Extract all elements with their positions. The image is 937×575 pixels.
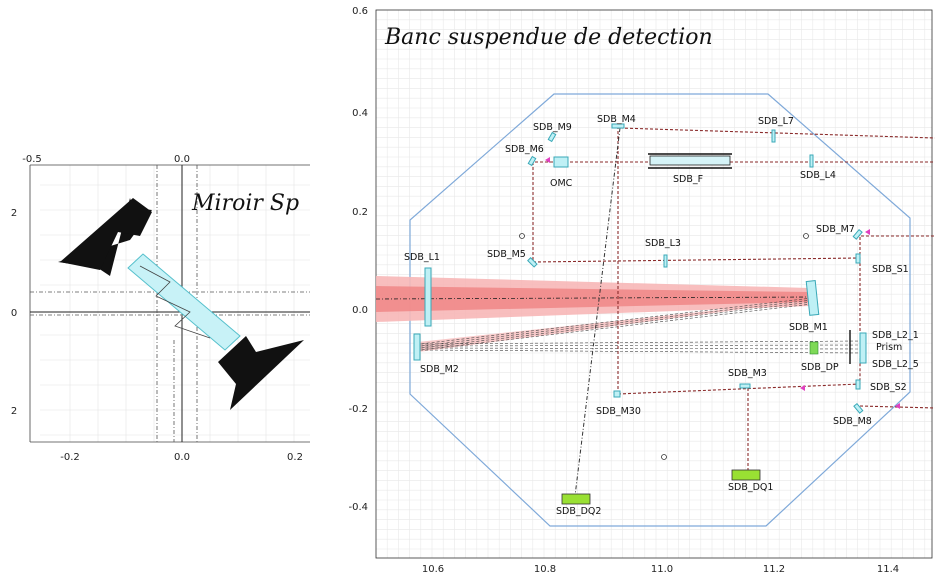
left-title: Miroir Sp	[191, 191, 299, 216]
sdb-s2-mirror	[855, 379, 861, 390]
right-x-tick: 11.4	[877, 564, 899, 575]
label-sdb-f: SDB_F	[673, 174, 703, 185]
left-bottom-tick: 0.2	[287, 452, 303, 463]
label-sdb-m5: SDB_M5	[487, 249, 526, 260]
left-side-tick: 2	[11, 208, 17, 219]
sdb-l4-lens	[809, 154, 814, 168]
sdb-m5-mirror	[527, 257, 538, 268]
sdb-l3-lens	[663, 254, 668, 268]
left-side-tick: 0	[11, 308, 17, 319]
label-sdb-s2: SDB_S2	[870, 382, 907, 393]
sdb-m2-mirror	[413, 333, 421, 361]
label-sdb-dq2: SDB_DQ2	[556, 506, 601, 517]
prism-block	[859, 332, 867, 364]
sdb-l7-lens	[771, 129, 776, 143]
sdb-m8-mirror	[853, 402, 864, 414]
sdb-m1-mirror	[805, 280, 820, 316]
label-sdb-l4: SDB_L4	[800, 170, 836, 181]
sdb-s1-mirror	[855, 253, 861, 264]
right-x-tick: 11.2	[763, 564, 785, 575]
sp-mirror	[127, 253, 241, 351]
right-title: Banc suspendue de detection	[384, 25, 713, 50]
label-sdb-m1: SDB_M1	[789, 322, 828, 333]
reflected-beam	[418, 300, 812, 352]
label-sdb-m8: SDB_M8	[833, 416, 872, 427]
main-beam-inner	[376, 286, 810, 312]
right-y-tick: -0.2	[348, 404, 368, 415]
sdb-m30-mirror	[613, 390, 621, 398]
left-top-tick: 0.0	[174, 154, 190, 165]
left-bottom-tick: 0.0	[174, 452, 190, 463]
left-side-tick: 2	[11, 406, 17, 417]
label-sdb-m4: SDB_M4	[597, 114, 636, 125]
label-sdb-m7: SDB_M7	[816, 224, 855, 235]
sdb-m9-mirror	[547, 131, 557, 143]
right-x-tick: 11.0	[651, 564, 673, 575]
left-top-tick: -0.5	[22, 154, 42, 165]
sdb-m4-mirror	[611, 123, 625, 129]
label-sdb-l2-5: SDB_L2_5	[872, 359, 919, 370]
right-y-tick: 0.0	[352, 305, 368, 316]
sdb-m6-mirror	[527, 155, 537, 167]
left-grid	[40, 165, 310, 442]
right-x-tick: 10.8	[534, 564, 556, 575]
sdb-dp-block	[809, 341, 819, 355]
label-sdb-m9: SDB_M9	[533, 122, 572, 133]
label-sdb-l1: SDB_L1	[404, 252, 440, 263]
sdb-l1-lens	[424, 267, 432, 327]
mirror-mount-lower	[218, 336, 304, 410]
label-sdb-m30: SDB_M30	[596, 406, 641, 417]
omc-block	[553, 156, 569, 168]
label-omc: OMC	[550, 178, 573, 189]
label-sdb-l3: SDB_L3	[645, 238, 681, 249]
sdb-f-cavity	[649, 155, 731, 166]
right-y-tick: -0.4	[348, 502, 368, 513]
right-y-tick: 0.6	[352, 6, 368, 17]
sdb-dq1-detector	[731, 469, 761, 481]
right-y-tick: 0.4	[352, 108, 368, 119]
label-sdb-dp: SDB_DP	[801, 362, 839, 373]
label-prism: Prism	[876, 342, 902, 353]
label-sdb-m6: SDB_M6	[505, 144, 544, 155]
left-panel: Miroir Sp -0.5 0.0 -0.2 0.0 0.2 2 0 2	[11, 154, 310, 463]
sdb-dq2-detector	[561, 493, 591, 505]
right-x-tick: 10.6	[422, 564, 444, 575]
right-y-tick: 0.2	[352, 207, 368, 218]
label-sdb-m2: SDB_M2	[420, 364, 459, 375]
label-sdb-l7: SDB_L7	[758, 116, 794, 127]
left-bottom-tick: -0.2	[60, 452, 80, 463]
sdb-m3-mirror	[739, 383, 751, 389]
label-sdb-m3: SDB_M3	[728, 368, 767, 379]
label-sdb-l2-1: SDB_L2_1	[872, 330, 919, 341]
label-sdb-s1: SDB_S1	[872, 264, 909, 275]
right-panel: Banc suspendue de detection 0.6 0.4 0.2 …	[348, 6, 936, 575]
label-sdb-dq1: SDB_DQ1	[728, 482, 773, 493]
sdb-m7-mirror	[852, 228, 863, 240]
mirror-mount-upper-shape	[60, 198, 152, 270]
